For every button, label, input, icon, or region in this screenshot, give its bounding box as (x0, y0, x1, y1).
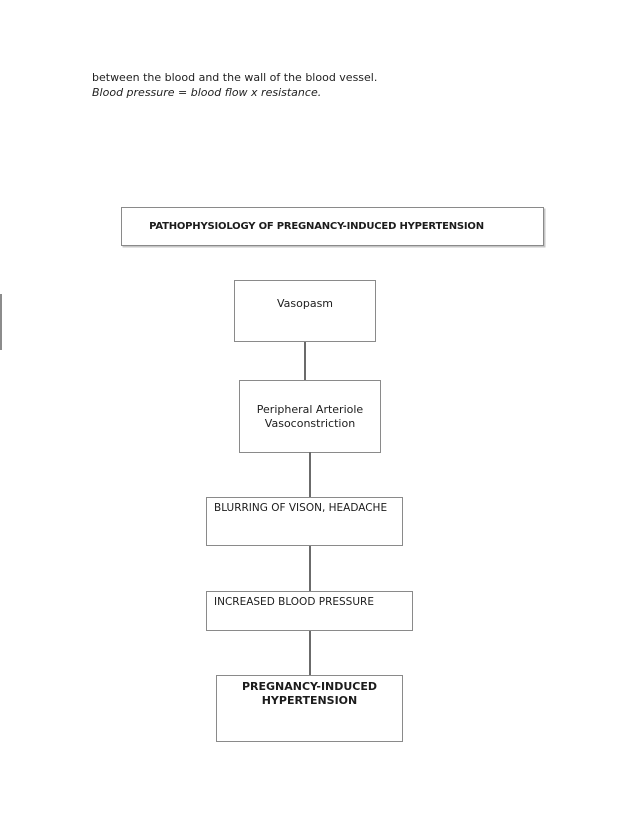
flowchart-title: PATHOPHYSIOLOGY OF PREGNANCY-INDUCED HYP… (149, 221, 484, 232)
flow-node-label: Vasopasm (276, 297, 334, 310)
flow-node-label: BLURRING OF VISON, HEADACHE (214, 502, 388, 514)
connector-increased-to-pregnancy (309, 631, 311, 676)
left-edge-scan-artifact (0, 294, 2, 350)
flow-node-vasospasm: Vasopasm (234, 280, 376, 342)
flow-node-label: INCREASED BLOOD PRESSURE (214, 596, 374, 608)
flow-node-pregnancy-induced-hypertension: PREGNANCY-INDUCED HYPERTENSION (216, 675, 403, 742)
intro-paragraph: between the blood and the wall of the bl… (92, 71, 377, 100)
connector-blurring-to-increased (309, 546, 311, 592)
flow-node-increased-blood-pressure: INCREASED BLOOD PRESSURE (206, 591, 413, 631)
flowchart-title-box: PATHOPHYSIOLOGY OF PREGNANCY-INDUCED HYP… (121, 207, 544, 246)
intro-line-1: between the blood and the wall of the bl… (92, 71, 378, 84)
flow-node-peripheral-arteriole-vasoconstriction: Peripheral Arteriole Vasoconstriction (239, 380, 381, 453)
intro-line-2: Blood pressure = blood flow x resistance… (92, 85, 322, 99)
connector-peripheral-to-blurring (309, 452, 311, 498)
flow-node-label: Peripheral Arteriole Vasoconstriction (256, 402, 364, 430)
flow-node-label: PREGNANCY-INDUCED HYPERTENSION (241, 680, 378, 707)
connector-vasospasm-to-peripheral (304, 342, 306, 381)
flow-node-blurring-of-vision-headache: BLURRING OF VISON, HEADACHE (206, 497, 403, 546)
